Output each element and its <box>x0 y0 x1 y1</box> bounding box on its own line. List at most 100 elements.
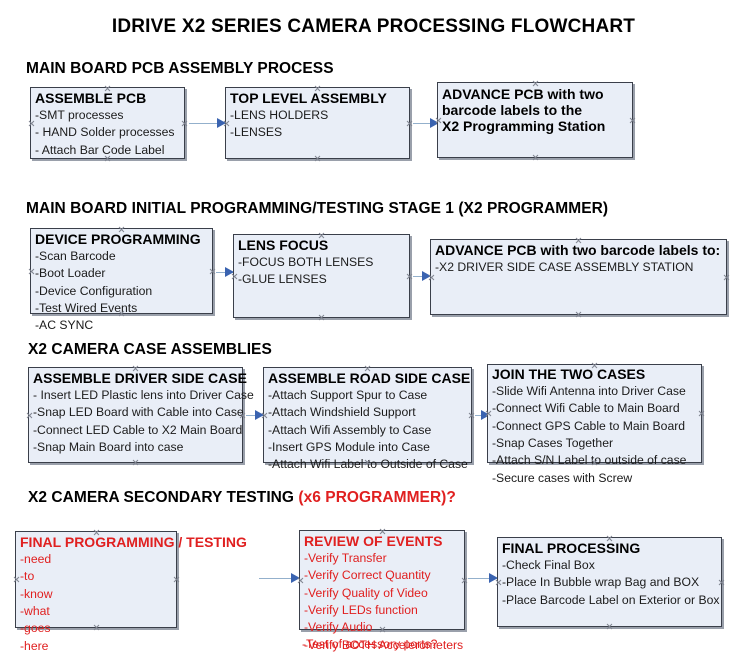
node-final-processing[interactable]: FINAL PROCESSING -Check Final Box -Place… <box>497 537 722 627</box>
connection-handle-right[interactable] <box>723 274 730 281</box>
node-item: -Connect LED Cable to X2 Main Board <box>33 422 243 437</box>
connection-handle-right[interactable] <box>406 120 413 127</box>
connection-handle-left[interactable] <box>495 579 502 586</box>
node-header: ADVANCE PCB with two barcode labels to: <box>435 242 721 258</box>
connection-handle-top[interactable] <box>132 365 139 372</box>
connector-driver-side-to-road-side[interactable] <box>246 409 264 421</box>
connection-handle-left[interactable] <box>26 412 33 419</box>
node-item: -Boot Loader <box>35 266 106 281</box>
connector-line <box>216 271 233 274</box>
connector-lens-focus-to-advance-pcb-driver-side[interactable] <box>413 270 431 282</box>
connector-review-of-events-to-final-processing[interactable] <box>468 572 498 584</box>
connection-handle-bottom[interactable] <box>93 624 100 631</box>
node-item: - Insert LED Plastic lens into Driver Ca… <box>33 388 254 402</box>
node-item: -here <box>20 638 49 653</box>
node-final-programming-testing[interactable]: FINAL PROGRAMMING / TESTING -need -to -k… <box>13 529 247 653</box>
node-advance-pcb-driver-side-station[interactable]: ADVANCE PCB with two barcode labels to: … <box>430 239 727 315</box>
connection-handle-left[interactable] <box>435 117 442 124</box>
node-item: -Connect Wifi Cable to Main Board <box>492 401 680 416</box>
connection-handle-right[interactable] <box>468 412 475 419</box>
node-join-the-two-cases[interactable]: JOIN THE TWO CASES -Slide Wifi Antenna i… <box>485 362 705 485</box>
node-item: X2 Programming Station <box>442 118 606 134</box>
node-item: -Verify Correct Quantity <box>304 568 431 583</box>
connection-handle-top[interactable] <box>606 535 613 542</box>
connection-handle-bottom[interactable] <box>104 155 111 162</box>
connection-handle-right[interactable] <box>698 410 705 417</box>
connection-handle-right[interactable] <box>718 579 725 586</box>
node-header: LENS FOCUS <box>238 237 329 253</box>
connection-handle-left[interactable] <box>261 412 268 419</box>
connector-assemble-pcb-to-top-level-assembly[interactable] <box>189 117 226 129</box>
connection-handle-right[interactable] <box>173 576 180 583</box>
node-header: REVIEW OF EVENTS <box>304 533 443 549</box>
connection-handle-bottom[interactable] <box>591 459 598 466</box>
connection-handle-top[interactable] <box>318 232 325 239</box>
connection-handle-bottom[interactable] <box>132 459 139 466</box>
node-top-level-assembly[interactable]: TOP LEVEL ASSEMBLY -LENS HOLDERS -LENSES <box>225 87 410 159</box>
connection-handle-left[interactable] <box>231 273 238 280</box>
connection-handle-left[interactable] <box>485 410 492 417</box>
connection-handle-right[interactable] <box>629 117 636 124</box>
node-lens-focus[interactable]: LENS FOCUS -FOCUS BOTH LENSES -GLUE LENS… <box>233 234 410 318</box>
connection-handle-top[interactable] <box>314 85 321 92</box>
section-heading-text: MAIN BOARD PCB ASSEMBLY PROCESS <box>26 60 334 77</box>
connection-handle-top[interactable] <box>379 528 386 535</box>
connection-handle-bottom[interactable] <box>379 626 386 633</box>
node-item: -know <box>20 586 53 601</box>
connection-handle-top[interactable] <box>575 237 582 244</box>
connection-handle-top[interactable] <box>104 85 111 92</box>
connection-handle-right[interactable] <box>406 273 413 280</box>
node-item: -Device Configuration <box>35 283 153 298</box>
node-assemble-pcb[interactable]: ASSEMBLE PCB -SMT processes - HAND Solde… <box>30 87 185 159</box>
node-header: ADVANCE PCB with two <box>442 86 604 102</box>
connection-handle-bottom[interactable] <box>314 155 321 162</box>
node-item: -Check Final Box <box>502 558 595 572</box>
connector-device-programming-to-lens-focus[interactable] <box>216 266 234 278</box>
connection-handle-right[interactable] <box>181 120 188 127</box>
connection-handle-top[interactable] <box>532 80 539 87</box>
node-assemble-driver-side-case[interactable]: ASSEMBLE DRIVER SIDE CASE - Insert LED P… <box>26 365 254 466</box>
connection-handle-bottom[interactable] <box>575 311 582 318</box>
node-assemble-road-side-case[interactable]: ASSEMBLE ROAD SIDE CASE -Attach Support … <box>261 365 475 471</box>
connector-arrowhead <box>255 409 264 420</box>
node-item: -Snap LED Board with Cable into Case <box>33 405 244 420</box>
node-item: -Verify Quality of Video <box>304 585 428 600</box>
node-item: -LENSES <box>230 125 283 140</box>
node-item: -Verify Transfer <box>304 551 387 565</box>
connection-handle-right[interactable] <box>239 412 246 419</box>
connection-handle-left[interactable] <box>28 120 35 127</box>
connection-handle-left[interactable] <box>28 268 35 275</box>
section-heading-main-board-initial-programming: MAIN BOARD INITIAL PROGRAMMING/TESTING S… <box>26 200 608 218</box>
node-header: ASSEMBLE PCB <box>35 90 147 106</box>
node-device-programming[interactable]: DEVICE PROGRAMMING -Scan Barcode -Boot L… <box>28 226 216 332</box>
connection-handle-top[interactable] <box>591 362 598 369</box>
connection-handle-left[interactable] <box>297 577 304 584</box>
connector-final-programming-to-review-of-events[interactable] <box>259 572 300 584</box>
node-header: FINAL PROGRAMMING / TESTING <box>20 534 247 550</box>
connection-handle-top[interactable] <box>93 529 100 536</box>
connection-handle-top[interactable] <box>118 226 125 233</box>
connection-handle-left[interactable] <box>428 274 435 281</box>
connection-handle-left[interactable] <box>13 576 20 583</box>
section-heading-text: X2 CAMERA CASE ASSEMBLIES <box>28 341 272 358</box>
connection-handle-right[interactable] <box>209 268 216 275</box>
node-item: -Slide Wifi Antenna into Driver Case <box>492 384 686 398</box>
node-item: -SMT processes <box>35 108 124 122</box>
connection-handle-left[interactable] <box>223 120 230 127</box>
connection-handle-bottom[interactable] <box>364 459 371 466</box>
node-item: -Verify LEDs function <box>304 602 418 617</box>
connection-handle-bottom[interactable] <box>318 314 325 321</box>
connector-line <box>413 275 430 278</box>
connection-handle-right[interactable] <box>461 577 468 584</box>
node-item: -what <box>20 603 50 618</box>
connection-handle-bottom[interactable] <box>606 623 613 630</box>
connection-handle-top[interactable] <box>364 365 371 372</box>
node-item: -FOCUS BOTH LENSES <box>238 255 374 269</box>
node-advance-pcb-programming-station[interactable]: ADVANCE PCB with two barcode labels to t… <box>437 82 633 158</box>
section-heading-main-board-pcb-assembly: MAIN BOARD PCB ASSEMBLY PROCESS <box>26 60 334 78</box>
node-review-of-events[interactable]: REVIEW OF EVENTS -Verify Transfer -Verif… <box>297 528 468 652</box>
node-header: FINAL PROCESSING <box>502 540 641 556</box>
connection-handle-bottom[interactable] <box>532 154 539 161</box>
connection-handle-bottom[interactable] <box>118 310 125 317</box>
node-item-overflow: -Test of accessory ports? <box>302 637 438 651</box>
